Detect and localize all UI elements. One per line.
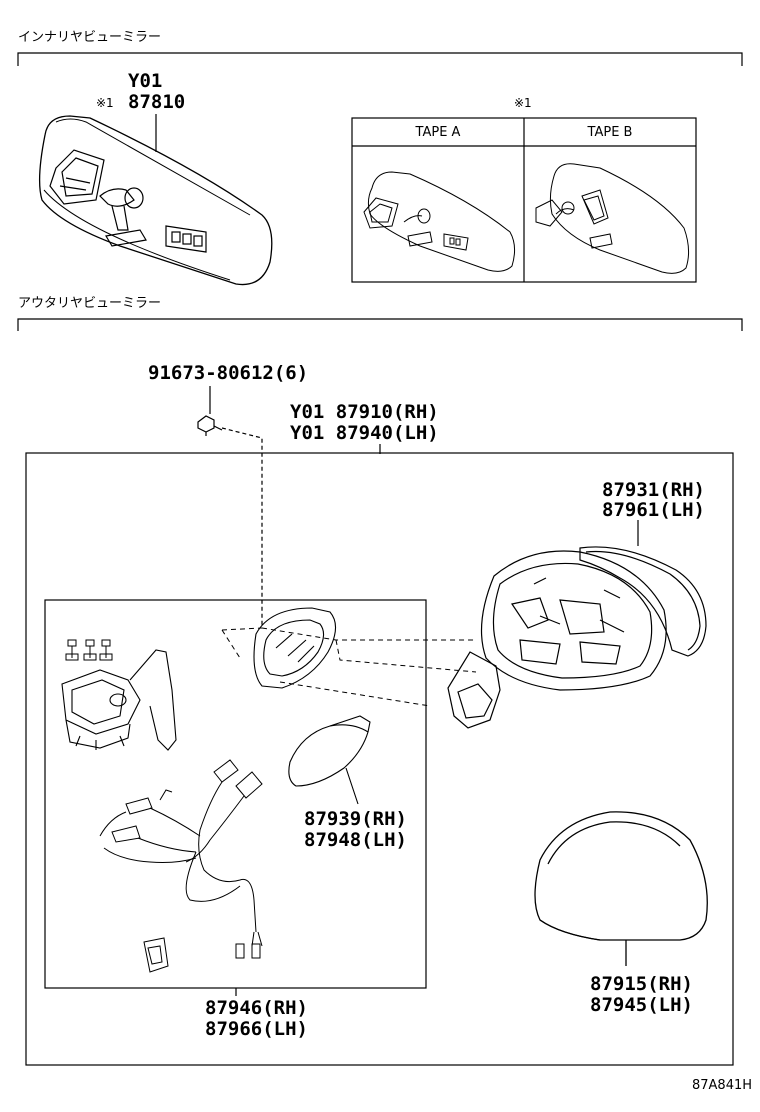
inner-mirror-code: Y01 [128, 70, 163, 92]
mirror-cover-illustration [534, 811, 708, 966]
glass-rh-part-number: 87931(RH) [602, 479, 705, 501]
diagram-reference-code: 87A841H [692, 1078, 753, 1093]
motor-subassy-frame [44, 599, 427, 989]
screw-dashed-leader [221, 427, 263, 628]
outer-assy-frame [25, 452, 734, 1066]
motor-lh-part-number: 87966(LH) [205, 1018, 308, 1040]
screw-part-number: 91673-80612(6) [148, 362, 309, 384]
wire-harness-illustration [99, 759, 263, 959]
tape-a-illustration [363, 171, 516, 272]
motor-rh-part-number: 87946(RH) [205, 997, 308, 1019]
outer-section-bracket [17, 318, 743, 331]
inner-mirror-illustration [38, 114, 273, 286]
mirror-glass-illustration [579, 520, 707, 657]
cover-lh-part-number: 87945(LH) [590, 994, 693, 1016]
cover-rh-part-number: 87915(RH) [590, 973, 693, 995]
motor-illustration [61, 649, 177, 751]
tape-table [351, 117, 697, 283]
turn-lamp-illustration [288, 715, 371, 805]
lamp-lh-part-number: 87948(LH) [304, 829, 407, 851]
lamp-rh-part-number: 87939(RH) [304, 808, 407, 830]
lamp-frame-illustration [253, 607, 337, 689]
mirror-housing-illustration [447, 550, 667, 729]
assy-rh-part-number: Y01 87910(RH) [290, 401, 439, 423]
tape-a-label: TAPE A [415, 125, 461, 140]
inner-mirror-note-mark: ※1 [96, 96, 114, 110]
tape-b-label: TAPE B [587, 125, 633, 140]
projection-lines [221, 627, 477, 707]
inner-section-title: インナリヤビューミラー [18, 30, 162, 45]
screw-illustration [197, 386, 223, 436]
inner-section-bracket [17, 52, 743, 66]
tape-table-note-mark: ※1 [514, 96, 532, 110]
outer-section-title: アウタリヤビューミラー [18, 296, 162, 311]
assy-lh-part-number: Y01 87940(LH) [290, 422, 439, 444]
connector-clip-illustration [143, 937, 169, 973]
tape-b-illustration [535, 163, 690, 274]
glass-lh-part-number: 87961(LH) [602, 499, 705, 521]
inner-mirror-part-number: 87810 [128, 91, 186, 113]
small-screws-illustration [65, 639, 113, 661]
